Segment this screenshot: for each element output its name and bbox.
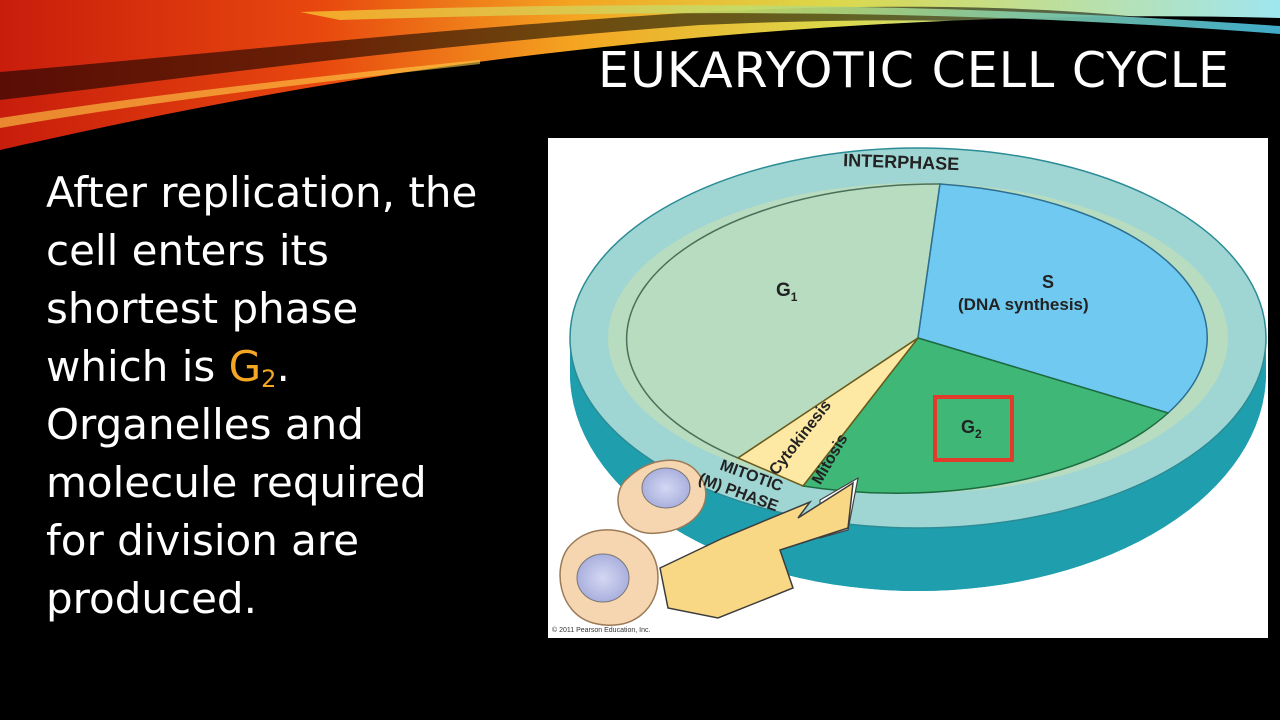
body-line: which is G2. [46,338,536,396]
body-line: produced. [46,574,257,623]
copyright-text: © 2011 Pearson Education, Inc. [552,626,650,634]
body-text: After replication, the cell enters its s… [46,164,536,628]
cell-cycle-svg: INTERPHASE G1 S (DNA synthesis) G2 Cytok… [552,147,1267,634]
body-line: shortest phase [46,284,359,333]
g1-label: G1 [776,280,798,304]
s-detail-label: (DNA synthesis) [958,295,1089,314]
m-phase-wedge [736,337,919,487]
g1-sector [625,183,941,459]
g2-highlight-text: G2 [229,342,277,391]
slide-title: EUKARYOTIC CELL CYCLE [598,42,1230,99]
cell-cycle-diagram: INTERPHASE G1 S (DNA synthesis) G2 Cytok… [548,138,1268,638]
interphase-label: INTERPHASE [843,150,960,174]
daughter-cell-1-nucleus [641,467,691,509]
decorative-swoosh-banner [0,0,1280,150]
m-phase-arrow [659,481,854,619]
daughter-cell-2-nucleus [576,553,630,603]
s-label: S [1042,272,1054,292]
g2-label: G2 [961,417,982,441]
g2-highlight-box [933,395,1014,462]
g2-highlight-sub: 2 [261,365,277,393]
body-line: Organelles and [46,400,364,449]
body-line: cell enters its [46,226,329,275]
body-line: molecule required [46,458,427,507]
s-sector [917,183,1208,414]
body-line-suffix: . [276,342,290,391]
body-line: for division are [46,516,360,565]
g2-highlight-letter: G [228,342,262,391]
body-line-prefix: which is [46,342,229,391]
body-line: After replication, the [46,168,478,217]
